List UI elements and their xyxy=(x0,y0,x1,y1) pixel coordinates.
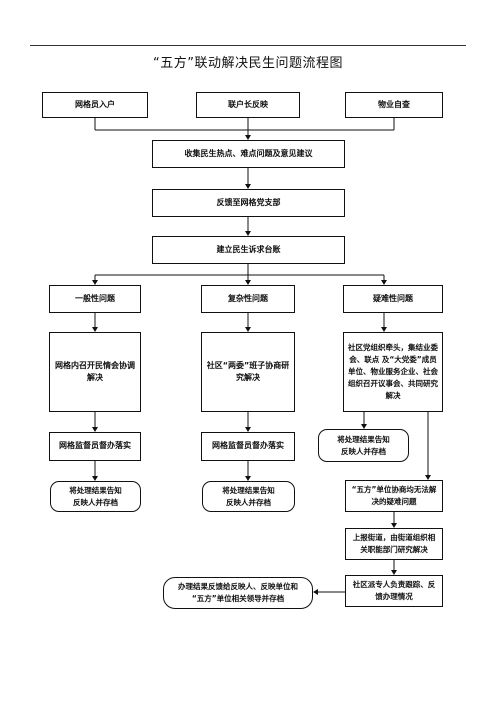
category-difficult: 疑难性问题 xyxy=(343,285,443,313)
header-rule xyxy=(30,45,466,46)
final-feedback-box: 办理结果反馈给反映人、反映单位和 “五方”单位相关领导并存档 xyxy=(163,577,313,609)
collect-issues-box: 收集民生热点、难点问题及意见建议 xyxy=(152,140,345,168)
general-supervise-box: 网格监督员督办落实 xyxy=(49,432,141,461)
feedback-to-party-branch-box: 反馈至网格党支部 xyxy=(152,189,345,217)
difficult-report-box: 将处理结果告知 反映人并存档 xyxy=(318,429,409,462)
source-grid-staff: 网格员入户 xyxy=(42,92,148,118)
escalate-to-subdistrict-box: 上报街道，由街道组织相关职能部门研究解决 xyxy=(345,528,443,560)
complex-handle-box: 社区“两委”班子协商研究解决 xyxy=(201,332,295,412)
unresolved-issues-box: “五方”单位协商均无法解决的疑难问题 xyxy=(345,480,443,512)
complex-report-box: 将处理结果告知 反映人并存档 xyxy=(202,481,295,512)
track-progress-box: 社区派专人负责跟踪、反馈办理情况 xyxy=(345,575,443,607)
page-title: “五方”联动解决民生问题流程图 xyxy=(153,56,343,71)
general-handle-box: 网格内召开民情会协调解决 xyxy=(49,332,141,412)
category-complex: 复杂性问题 xyxy=(201,285,295,313)
source-household-reps: 联户长反映 xyxy=(196,92,300,118)
category-general: 一般性问题 xyxy=(49,285,141,313)
complex-supervise-box: 网格监督员督办落实 xyxy=(201,432,295,461)
source-property-check: 物业自查 xyxy=(345,92,443,118)
difficult-handle-box: 社区党组织牵头，集结业委会、联点 及“大党委”成员单位、物业服务企业、社会组织召… xyxy=(343,332,443,412)
petition-ledger-box: 建立民生诉求台账 xyxy=(152,236,345,264)
general-report-box: 将处理结果告知 反映人并存档 xyxy=(50,481,141,512)
